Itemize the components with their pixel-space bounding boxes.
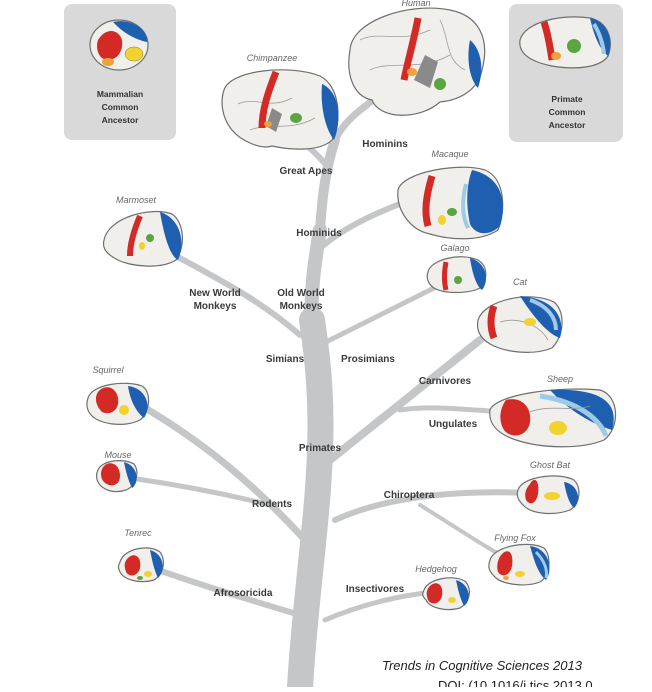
group-rodents: Rodents: [252, 499, 292, 510]
primate-ancestor-line-2: Common: [549, 107, 586, 117]
mammalian-ancestor-line-1: Mammalian: [97, 89, 143, 99]
ghost-bat-label: Ghost Bat: [530, 460, 571, 470]
group-chiroptera: Chiroptera: [384, 490, 435, 501]
mammalian-ancestor-line-3: Ancestor: [102, 115, 140, 125]
mouse-brain-icon: [95, 460, 138, 493]
branch-prosimians: [317, 277, 453, 348]
chimpanzee-brain-icon: [221, 69, 339, 150]
flying-fox-label: Flying Fox: [494, 533, 536, 543]
group-new-world-line-2: Monkeys: [194, 301, 237, 312]
tenrec-brain-icon: [117, 547, 164, 583]
branch-carnivores-ungulates: [326, 336, 484, 464]
group-hominids: Hominids: [296, 228, 342, 239]
group-great-apes: Great Apes: [280, 166, 333, 177]
group-hominins: Hominins: [362, 139, 408, 150]
cat-brain-icon: [476, 296, 563, 353]
branch-hominoids: [315, 135, 340, 235]
branch-mouse: [127, 475, 273, 508]
marmoset-label: Marmoset: [116, 195, 157, 205]
branch-tenrec: [147, 564, 303, 618]
primate-ancestor-box: Primate Common Ancestor: [509, 4, 623, 142]
group-old-world-line-1: Old World: [277, 288, 325, 299]
macaque-brain-icon: [397, 166, 504, 240]
mammalian-ancestor-line-2: Common: [102, 102, 139, 112]
macaque-label: Macaque: [431, 149, 468, 159]
human-brain-icon: [348, 7, 486, 116]
primate-ancestor-line-1: Primate: [551, 94, 582, 104]
branch-primates-up: [304, 223, 327, 337]
primate-ancestor-line-3: Ancestor: [549, 120, 587, 130]
group-insectivores: Insectivores: [346, 584, 405, 595]
tenrec-label: Tenrec: [124, 528, 152, 538]
group-simians: Simians: [266, 354, 305, 365]
branch-new-world: [162, 247, 303, 338]
chimpanzee-label: Chimpanzee: [247, 53, 298, 63]
group-prosimians: Prosimians: [341, 354, 395, 365]
group-carnivores: Carnivores: [419, 376, 472, 387]
sheep-brain-icon: [489, 388, 617, 448]
citation-journal: Trends in Cognitive Sciences 2013: [382, 658, 583, 673]
branch-chiroptera: [332, 489, 533, 523]
hedgehog-brain-icon: [422, 577, 470, 611]
sheep-label: Sheep: [547, 374, 573, 384]
flying-fox-brain-icon: [488, 543, 550, 586]
group-ungulates: Ungulates: [429, 419, 478, 430]
branch-hedgehog: [322, 589, 438, 623]
mammalian-ancestor-box: Mammalian Common Ancestor: [64, 4, 176, 140]
marmoset-brain-icon: [102, 210, 183, 267]
branch-macaque: [315, 197, 413, 253]
group-primates: Primates: [299, 443, 342, 454]
hedgehog-label: Hedgehog: [415, 564, 457, 574]
group-new-world-line-1: New World: [189, 288, 240, 299]
mammalian-ancestor-brain-icon: [89, 19, 149, 71]
group-old-world-line-2: Monkeys: [280, 301, 323, 312]
galago-brain-icon: [426, 256, 487, 294]
branch-squirrel: [136, 401, 309, 544]
cat-label: Cat: [513, 277, 528, 287]
galago-label: Galago: [440, 243, 469, 253]
primate-ancestor-brain-icon: [519, 16, 611, 69]
group-afrosoricida: Afrosoricida: [214, 588, 273, 599]
citation-doi: DOI: (10.1016/j.tics.2013.0: [438, 678, 593, 687]
squirrel-brain-icon: [86, 382, 150, 425]
ghost-bat-brain-icon: [516, 475, 580, 515]
trunk: [287, 307, 334, 692]
human-label: Human: [401, 0, 430, 8]
squirrel-label: Squirrel: [92, 365, 124, 375]
mouse-label: Mouse: [104, 450, 131, 460]
